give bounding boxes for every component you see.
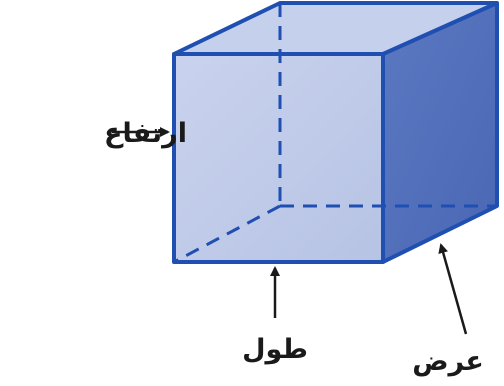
height-label: ارتفاع: [104, 118, 187, 149]
cube-side-face: [383, 3, 497, 262]
length-label: طول: [242, 334, 308, 365]
cube-visible-edges: [172, 1, 499, 264]
width-label: عرض: [412, 346, 484, 377]
width-arrow: [438, 243, 468, 335]
cube-front-face: [174, 54, 383, 262]
cube-hidden-edges: [173, 3, 497, 264]
